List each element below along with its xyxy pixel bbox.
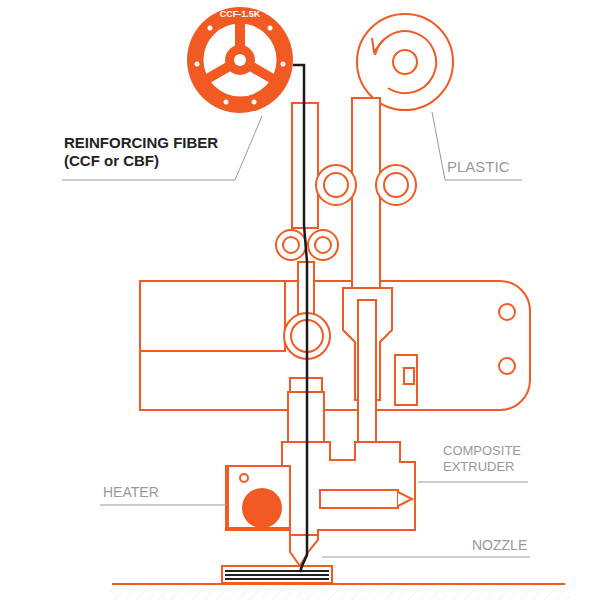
plastic-drive-rollers bbox=[316, 165, 416, 205]
plastic-callout: PLASTIC bbox=[447, 158, 510, 176]
printed-part bbox=[222, 566, 332, 583]
extruder-housing bbox=[140, 281, 530, 410]
nozzle-callout: NOZZLE bbox=[472, 537, 527, 554]
heater-callout: HEATER bbox=[103, 484, 159, 501]
heater-element bbox=[242, 488, 282, 528]
bed-hatch bbox=[110, 584, 570, 600]
print-bed bbox=[112, 583, 565, 585]
plastic-spool bbox=[357, 14, 453, 110]
fiber-callout: REINFORCING FIBER (CCF or CBF) bbox=[64, 134, 239, 170]
leader-lines bbox=[62, 112, 530, 557]
reinforcing-fiber bbox=[293, 65, 307, 572]
composite-extruder bbox=[226, 442, 415, 566]
spool-label: CCF-1.5K bbox=[220, 9, 261, 20]
extruder-callout: COMPOSITE EXTRUDER bbox=[443, 443, 553, 474]
fiber-spool bbox=[187, 7, 293, 113]
